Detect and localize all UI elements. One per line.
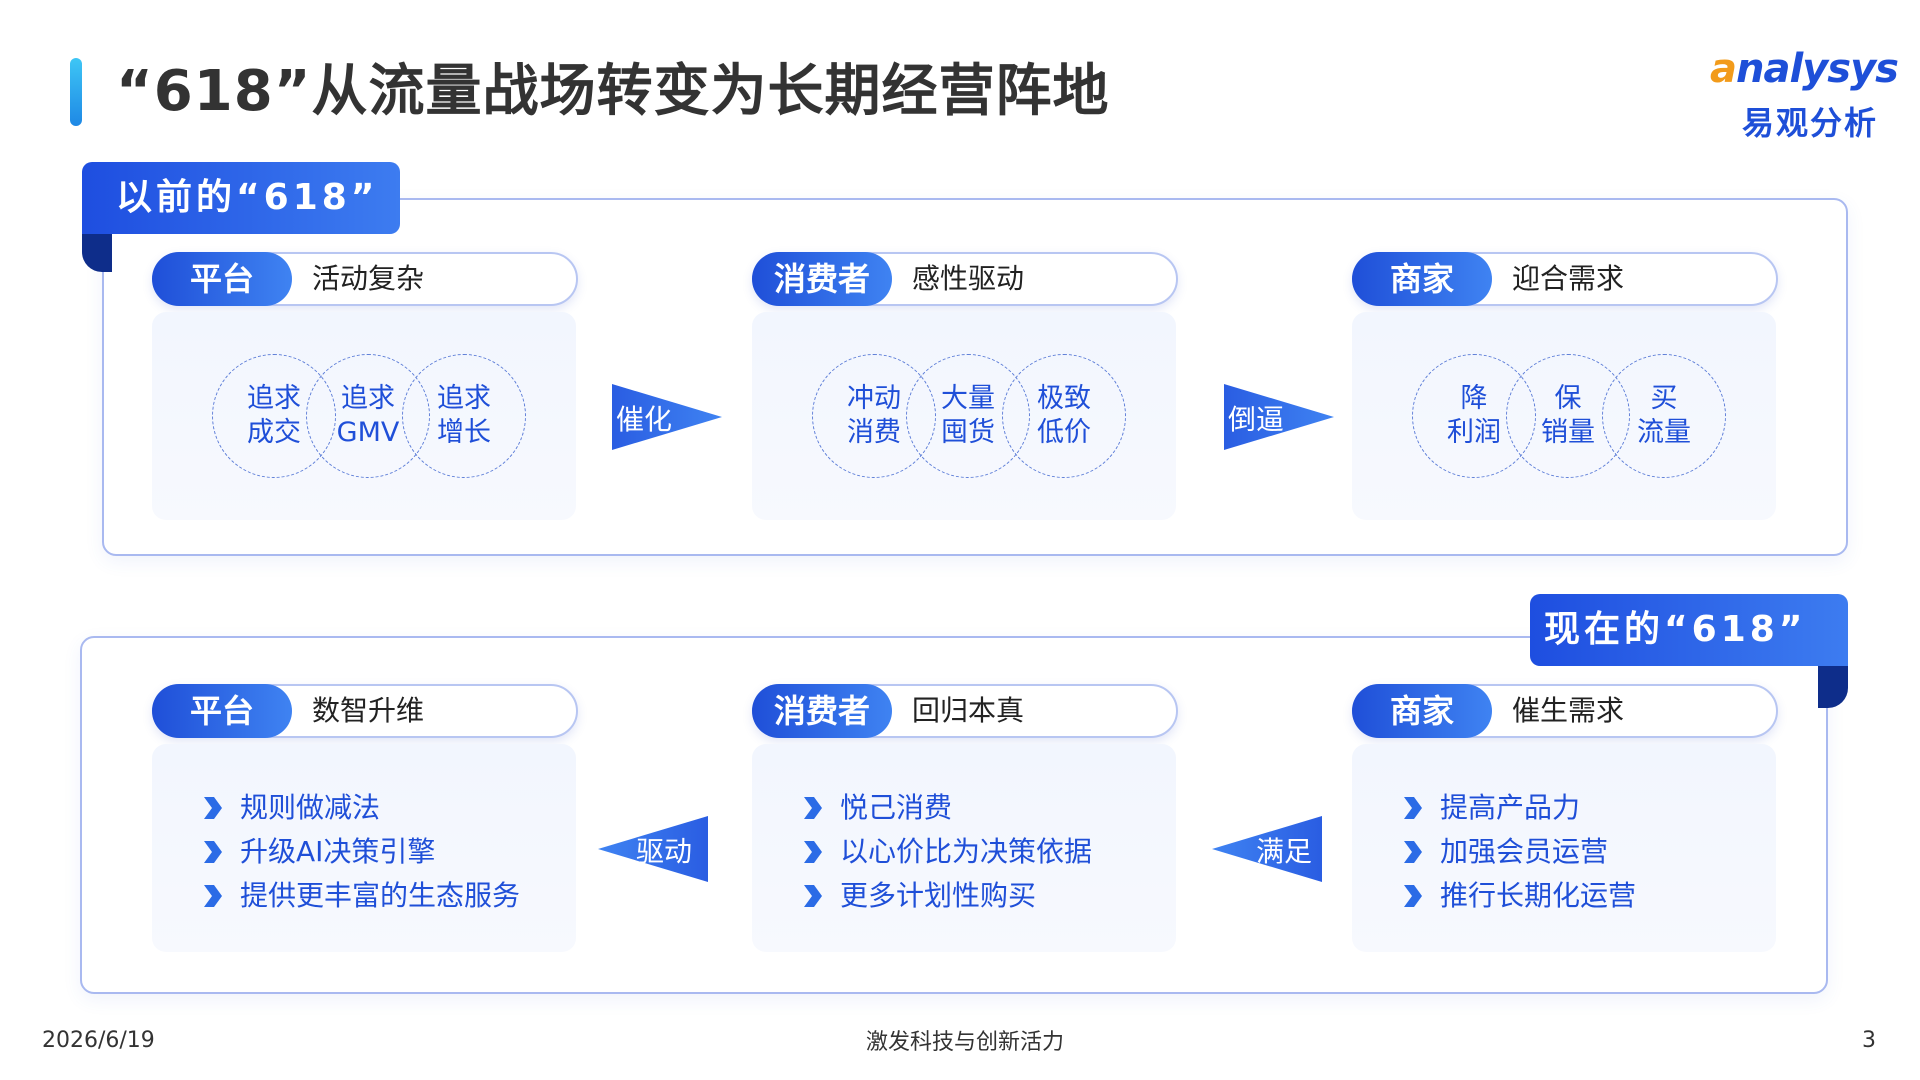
pill-label: 数智升维 [312, 694, 425, 727]
pill-label: 催生需求 [1512, 694, 1625, 727]
circle-text: 极致低价 [1037, 383, 1091, 448]
right-arrow-icon [1224, 384, 1334, 450]
chevron-right-icon [204, 841, 222, 863]
arrow-label: 倒逼 [1228, 403, 1285, 436]
chevron-right-icon [804, 797, 822, 819]
logo-a: a [1710, 46, 1737, 92]
now-merchant-box [1352, 744, 1776, 952]
page-title: “618”从流量战场转变为长期经营阵地 [116, 59, 1110, 124]
arrow-label: 满足 [1256, 835, 1313, 868]
left-arrow-icon [598, 816, 708, 882]
circle-text: 保销量 [1541, 383, 1595, 448]
chevron-right-icon [1404, 885, 1422, 907]
list-item: 升级AI决策引擎 [196, 830, 520, 874]
tab-fold [1818, 666, 1848, 708]
pill-label: 活动复杂 [312, 262, 425, 295]
list-item: 加强会员运营 [1396, 830, 1636, 874]
list-item: 提供更丰富的生态服务 [196, 874, 520, 918]
before-merchant-pill: 商家 迎合需求 [1352, 252, 1778, 306]
list-item: 规则做减法 [196, 786, 520, 830]
circle-text: 降利润 [1447, 383, 1501, 448]
page-number: 3 [1862, 1028, 1876, 1053]
before-platform-pill: 平台 活动复杂 [152, 252, 578, 306]
logo-cn-text: 易观分析 [1742, 104, 1879, 142]
pill-tag: 消费者 [752, 252, 892, 306]
logo-en-text: nalysys [1736, 46, 1899, 92]
chevron-right-icon [204, 885, 222, 907]
before-consumer-pill: 消费者 感性驱动 [752, 252, 1178, 306]
list-item: 提高产品力 [1396, 786, 1636, 830]
list-item: 推行长期化运营 [1396, 874, 1636, 918]
chevron-right-icon [1404, 797, 1422, 819]
now-consumer-pill: 消费者 回归本真 [752, 684, 1178, 738]
before-tab: 以前的“618” [82, 162, 400, 234]
now-platform-list: 规则做减法 升级AI决策引擎 提供更丰富的生态服务 [196, 786, 520, 918]
now-tab: 现在的“618” [1530, 594, 1848, 666]
right-arrow-icon [612, 384, 722, 450]
chevron-right-icon [1404, 841, 1422, 863]
now-merchant-pill: 商家 催生需求 [1352, 684, 1778, 738]
circle [1002, 354, 1126, 478]
circle-text: 买流量 [1637, 383, 1691, 448]
tab-fold [82, 234, 112, 272]
chevron-right-icon [804, 841, 822, 863]
now-consumer-box [752, 744, 1176, 952]
left-arrow-icon [1212, 816, 1322, 882]
list-item: 以心价比为决策依据 [796, 830, 1092, 874]
footer-slogan: 激发科技与创新活力 [865, 1030, 1064, 1055]
circle-text: 冲动消费 [847, 383, 901, 448]
circle [1602, 354, 1726, 478]
now-platform-box [152, 744, 576, 952]
pill-tag: 商家 [1352, 252, 1492, 306]
circle-text: 大量囤货 [941, 383, 995, 448]
pill-label: 回归本真 [912, 694, 1025, 727]
footer-date: 2026/6/19 [42, 1028, 155, 1053]
arrow-label: 催化 [616, 403, 673, 436]
now-platform-pill: 平台 数智升维 [152, 684, 578, 738]
circle-text: 追求成交 [247, 383, 301, 448]
pill-tag: 商家 [1352, 684, 1492, 738]
pill-label: 迎合需求 [1512, 262, 1625, 295]
now-consumer-list: 悦己消费 以心价比为决策依据 更多计划性购买 [796, 786, 1092, 918]
chevron-right-icon [804, 885, 822, 907]
circle [402, 354, 526, 478]
pill-tag: 平台 [152, 684, 292, 738]
arrow-label: 驱动 [636, 835, 693, 868]
pill-tag: 消费者 [752, 684, 892, 738]
chevron-right-icon [204, 797, 222, 819]
analysys-logo: analysys [1710, 46, 1900, 98]
pill-tag: 平台 [152, 252, 292, 306]
list-item: 悦己消费 [796, 786, 1092, 830]
pill-label: 感性驱动 [912, 262, 1025, 295]
now-merchant-list: 提高产品力 加强会员运营 推行长期化运营 [1396, 786, 1636, 918]
title-accent-bar [70, 58, 82, 126]
circle-text: 追求增长 [437, 383, 491, 448]
list-item: 更多计划性购买 [796, 874, 1092, 918]
